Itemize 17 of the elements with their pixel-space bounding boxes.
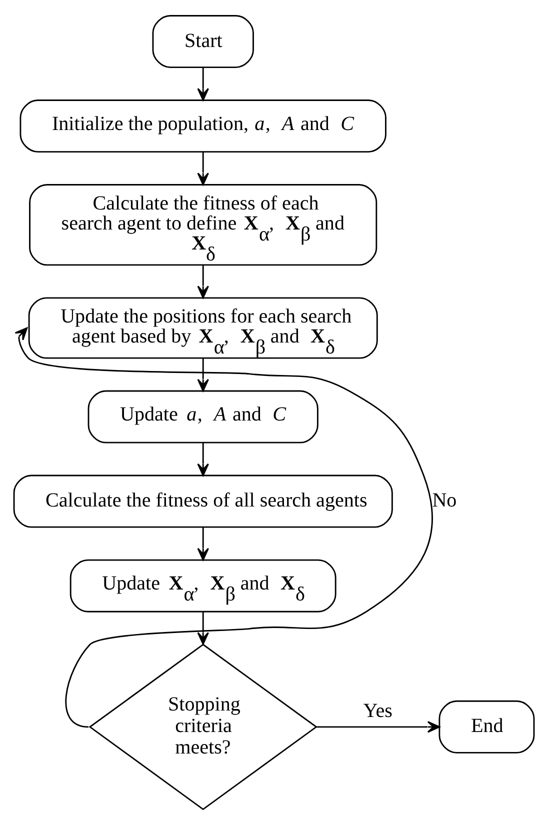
node-box: Update a, A and C [88,390,318,444]
arrow [197,265,209,298]
edge-label: Yes [363,700,392,722]
arrow [197,442,209,476]
arrow [197,152,209,186]
node-box: End [438,700,535,754]
arrow [197,527,209,561]
node-box: Initialize the population, a, A and C [20,100,386,153]
arrow [197,358,209,392]
arrow [14,327,433,728]
edge-label: No [432,490,457,512]
arrow [197,67,209,101]
arrow [316,721,440,733]
node-box: Calculate the fitness of all search agents [13,474,393,528]
node-diamond: Stopping criteria meets? [88,644,318,810]
node-box: Start [152,15,254,68]
arrow [197,612,209,645]
